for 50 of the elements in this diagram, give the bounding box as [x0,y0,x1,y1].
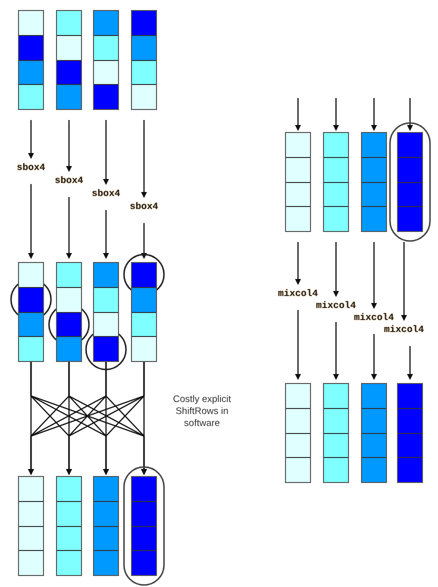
state-column [361,383,387,483]
arrow [401,242,407,321]
arrow [28,184,34,259]
state-column [285,132,311,232]
state-column [131,262,157,362]
arrow [371,98,377,131]
arrow [407,346,413,380]
arrow [66,120,72,172]
operation-label: sbox4 [54,175,84,187]
state-column [397,383,423,483]
arrow [103,210,109,259]
state-column [56,476,82,576]
arrow [333,98,339,131]
state-column [131,10,157,110]
state-column [18,10,44,110]
state-column [93,476,119,576]
state-column [18,262,44,362]
arrow [371,242,377,309]
arrow [141,223,147,259]
arrow [371,334,377,380]
arrow [333,322,339,380]
operation-label: mixcol4 [384,324,424,336]
state-column [323,383,349,483]
arrow [333,242,339,297]
arrow [103,120,109,185]
state-column [18,476,44,576]
state-column [131,476,157,576]
state-column [361,132,387,232]
arrow [141,120,147,198]
state-column [397,132,423,232]
arrow [66,197,72,259]
arrow [407,98,413,131]
state-column [323,132,349,232]
operation-label: sbox4 [92,188,120,200]
arrow [295,310,301,380]
state-column [93,262,119,362]
operation-label: mixcol4 [316,300,356,312]
arrow [28,120,34,159]
operation-label: sbox4 [130,201,158,213]
arrow [295,98,301,131]
state-column [56,262,82,362]
note-text: Costly explicit ShiftRows in software [172,394,232,430]
state-column [285,383,311,483]
operation-label: sbox4 [16,162,46,174]
arrow [141,362,147,475]
state-column [93,10,119,110]
arrow [295,242,301,285]
operation-label: mixcol4 [354,312,394,324]
state-column [56,10,82,110]
operation-label: mixcol4 [278,288,318,300]
